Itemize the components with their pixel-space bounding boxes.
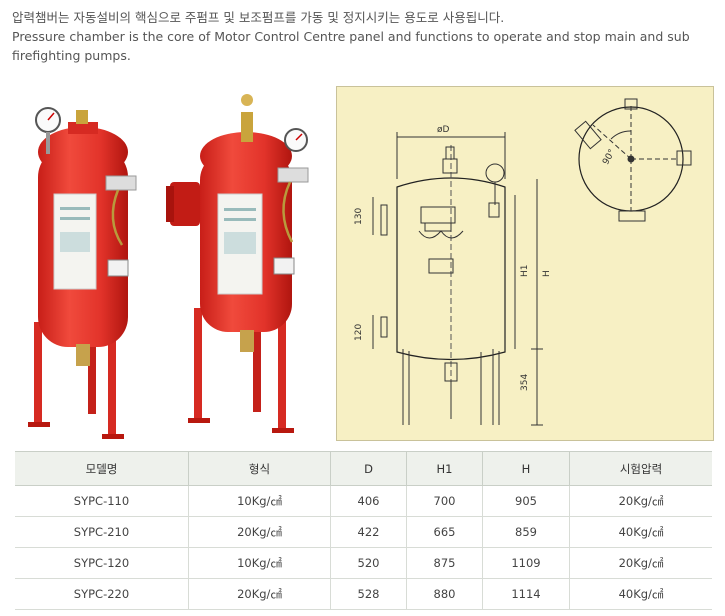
table-row: SYPC-210 20Kg/㎠ 422 665 859 40Kg/㎠ bbox=[15, 516, 712, 548]
cell-h1: 880 bbox=[406, 578, 483, 610]
cell-model: SYPC-210 bbox=[15, 516, 189, 548]
cell-type: 10Kg/㎠ bbox=[188, 485, 331, 517]
cell-h: 1109 bbox=[482, 547, 570, 579]
cell-h: 1114 bbox=[482, 578, 570, 610]
product-photo bbox=[28, 94, 309, 439]
table-header-row: 모델명 형식 D H1 H 시험압력 bbox=[15, 451, 712, 486]
tank-left bbox=[28, 107, 137, 439]
cell-h: 859 bbox=[482, 516, 570, 548]
technical-drawing-panel: øD 130 120 H1 bbox=[336, 86, 714, 441]
cell-h1: 700 bbox=[406, 485, 483, 517]
cell-model: SYPC-120 bbox=[15, 547, 189, 579]
dim-h-label: H bbox=[542, 270, 552, 277]
cell-d: 406 bbox=[330, 485, 407, 517]
cell-model: SYPC-220 bbox=[15, 578, 189, 610]
dim-h1-label: H1 bbox=[520, 265, 530, 278]
intro-text: 압력챔버는 자동설비의 핵심으로 주펌프 및 보조펌프를 가동 및 정지시키는 … bbox=[12, 8, 725, 65]
dim-d-label: øD bbox=[437, 125, 450, 135]
col-h: H bbox=[482, 451, 570, 486]
table-row: SYPC-120 10Kg/㎠ 520 875 1109 20Kg/㎠ bbox=[15, 547, 712, 579]
technical-drawing: øD 130 120 H1 bbox=[354, 98, 692, 426]
col-model: 모델명 bbox=[15, 451, 189, 486]
col-h1: H1 bbox=[406, 451, 483, 486]
cell-type: 20Kg/㎠ bbox=[188, 516, 331, 548]
col-type: 형식 bbox=[188, 451, 331, 486]
cell-test-pressure: 40Kg/㎠ bbox=[569, 516, 712, 548]
intro-english: Pressure chamber is the core of Motor Co… bbox=[12, 29, 690, 63]
cell-type: 20Kg/㎠ bbox=[188, 578, 331, 610]
dim-130-label: 130 bbox=[354, 208, 364, 225]
dim-90-label: 90° bbox=[601, 148, 618, 167]
dim-120-label: 120 bbox=[354, 324, 364, 341]
dim-354-label: 354 bbox=[520, 374, 530, 391]
cell-h1: 875 bbox=[406, 547, 483, 579]
intro-korean: 압력챔버는 자동설비의 핵심으로 주펌프 및 보조펌프를 가동 및 정지시키는 … bbox=[12, 10, 505, 25]
col-d: D bbox=[330, 451, 407, 486]
table-row: SYPC-220 20Kg/㎠ 528 880 1114 40Kg/㎠ bbox=[15, 578, 712, 610]
cell-d: 422 bbox=[330, 516, 407, 548]
cell-test-pressure: 40Kg/㎠ bbox=[569, 578, 712, 610]
spec-table: 모델명 형식 D H1 H 시험압력 SYPC-110 10Kg/㎠ 406 7… bbox=[15, 451, 712, 610]
cell-model: SYPC-110 bbox=[15, 485, 189, 517]
table-row: SYPC-110 10Kg/㎠ 406 700 905 20Kg/㎠ bbox=[15, 485, 712, 517]
cell-test-pressure: 20Kg/㎠ bbox=[569, 547, 712, 579]
cell-type: 10Kg/㎠ bbox=[188, 547, 331, 579]
cell-h: 905 bbox=[482, 485, 570, 517]
cell-test-pressure: 20Kg/㎠ bbox=[569, 485, 712, 517]
col-test-pressure: 시험압력 bbox=[569, 451, 712, 486]
cell-d: 528 bbox=[330, 578, 407, 610]
cell-d: 520 bbox=[330, 547, 407, 579]
cell-h1: 665 bbox=[406, 516, 483, 548]
tank-right bbox=[166, 94, 309, 433]
